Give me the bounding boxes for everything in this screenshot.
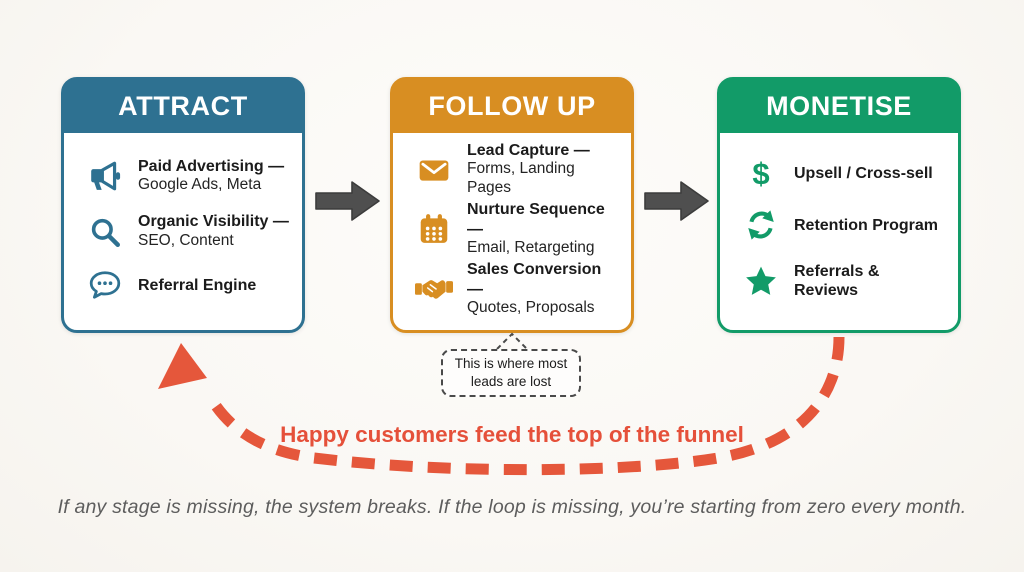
item-subtitle: Forms, Landing Pages [467,160,575,197]
item-subtitle: Email, Retargeting [467,239,595,257]
card-followup-body: Lead Capture — Forms, Landing Pages [393,133,631,330]
item-title: Sales Conversion — [467,261,602,298]
item-text: Organic Visibility — SEO, Content [138,212,289,250]
list-item: Organic Visibility — SEO, Content [86,212,290,250]
card-attract-header: ATTRACT [63,79,303,133]
card-monetise-header: MONETISE [719,79,959,133]
item-title: Nurture Sequence — [467,201,605,238]
item-title: Paid Advertising — [138,157,285,175]
item-title: Upsell / Cross-sell [794,164,933,182]
card-followup: FOLLOW UP Lead Capture — Forms, Landing … [390,77,634,333]
item-subtitle: Quotes, Proposals [467,299,595,317]
item-text: Nurture Sequence — Email, Retargeting [467,200,619,258]
item-subtitle: SEO, Content [138,232,234,249]
item-text: Lead Capture — Forms, Landing Pages [467,141,619,198]
list-item: $ Upsell / Cross-sell [742,158,946,189]
card-followup-header: FOLLOW UP [392,79,632,133]
loop-label: Happy customers feed the top of the funn… [280,422,744,447]
magnifier-icon [86,215,124,249]
leads-lost-callout: This is where most leads are lost [441,349,581,397]
item-text: Paid Advertising — Google Ads, Meta [138,157,284,195]
megaphone-icon [86,159,124,193]
card-monetise: MONETISE $ Upsell / Cross-sell [717,77,961,333]
footer-note: If any stage is missing, the system brea… [57,496,967,518]
item-text: Upsell / Cross-sell [794,164,933,184]
card-monetise-body: $ Upsell / Cross-sell [720,133,958,330]
item-subtitle: Google Ads, Meta [138,176,262,194]
refresh-icon [742,208,780,242]
card-attract-body: Paid Advertising — Google Ads, Meta Orga… [64,133,302,330]
callout-line2: leads are lost [470,373,552,389]
list-item: Sales Conversion — Quotes, Proposals [415,260,619,318]
card-attract: ATTRACT Paid Advertising — Goo [61,77,305,333]
list-item: Nurture Sequence — Email, Retargeting [415,200,619,258]
calendar-icon [415,212,453,246]
card-monetise-title: MONETISE [766,90,912,121]
flow-arrow-attract-to-followup [315,181,380,221]
star-icon [742,264,780,298]
list-item: Referrals & Reviews [742,262,946,301]
flow-arrow-followup-to-monetise [644,181,709,221]
list-item: Paid Advertising — Google Ads, Meta [86,157,290,195]
list-item: Retention Program [742,208,946,242]
item-title: Referral Engine [138,276,257,294]
card-followup-title: FOLLOW UP [428,90,596,121]
handshake-icon [415,275,453,303]
list-item: Referral Engine [86,268,290,302]
item-title: Lead Capture — [467,141,590,159]
item-title: Retention Program [794,216,939,234]
speech-bubble-icon [86,268,124,302]
envelope-icon [415,153,453,187]
list-item: Lead Capture — Forms, Landing Pages [415,141,619,198]
item-text: Referrals & Reviews [794,262,946,301]
card-attract-title: ATTRACT [118,90,248,121]
callout-pointer-icon [496,332,528,350]
item-text: Sales Conversion — Quotes, Proposals [467,260,619,318]
loop-arrowhead [158,343,207,389]
callout-line1: This is where most [454,356,568,371]
item-text: Referral Engine [138,276,256,296]
item-text: Retention Program [794,216,938,236]
item-title: Organic Visibility — [138,213,289,231]
dollar-icon: $ [752,156,770,192]
item-title: Referrals & Reviews [794,262,880,300]
